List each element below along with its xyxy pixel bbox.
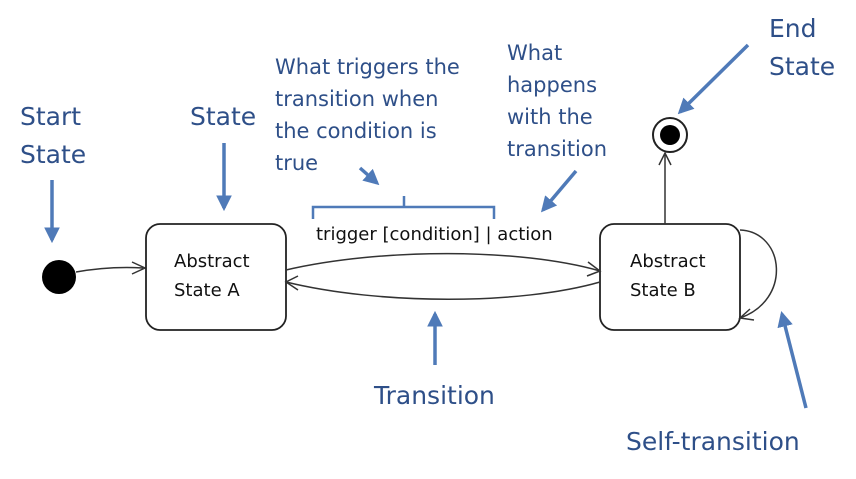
state-b-label-line: Abstract: [630, 251, 706, 272]
end-state-pointer-arrow: [677, 43, 750, 115]
end-state-dot: [660, 125, 680, 145]
start-state-annotation-line: Start: [20, 102, 82, 131]
action-annotation: What happens with the transition: [507, 37, 607, 165]
action-annotation-line: What: [507, 41, 563, 65]
self-transition-annotation: Self-transition: [626, 427, 800, 456]
state-a-label-line: State A: [174, 280, 240, 301]
trigger-annotation-line: true: [275, 151, 319, 175]
transition-a-to-b: [285, 252, 602, 277]
action-annotation-line: happens: [507, 73, 598, 97]
start-state-annotation-line: State: [20, 140, 87, 169]
end-state-annotation-line: End: [769, 14, 817, 43]
end-state-annotation: End State: [769, 10, 835, 86]
trigger-annotation-line: What triggers the: [275, 55, 460, 79]
state-b-to-end-arrow: [658, 151, 672, 224]
self-transition-pointer-arrow: [777, 310, 808, 409]
self-transition-loop: [738, 229, 778, 321]
start-state-annotation: Start State: [20, 98, 86, 174]
trigger-pointer-arrow: [358, 166, 380, 186]
trigger-annotation-line: the condition is: [275, 119, 437, 143]
label-bracket: [311, 196, 496, 219]
trigger-annotation: What triggers the transition when the co…: [275, 51, 460, 179]
end-state-annotation-line: State: [769, 52, 836, 81]
transition-annotation: Transition: [374, 381, 495, 410]
start-state-node: [42, 260, 76, 294]
action-pointer-arrow: [540, 169, 578, 213]
state-a-label-line: Abstract: [174, 251, 250, 272]
state-b-box: [599, 223, 741, 331]
action-annotation-line: transition: [507, 137, 608, 161]
trigger-annotation-line: transition when: [275, 87, 439, 111]
transition-b-to-a: [284, 275, 601, 300]
state-annotation: State: [190, 102, 257, 131]
state-a-label: Abstract State A: [174, 247, 250, 305]
action-annotation-line: with the: [507, 105, 593, 129]
state-a-box: [145, 223, 287, 331]
annotation-arrows: [44, 43, 808, 409]
start-to-state-a-arrow: [75, 261, 147, 275]
transition-label: trigger [condition] | action: [316, 224, 553, 245]
state-b-label-line: State B: [630, 280, 696, 301]
state-b-label: Abstract State B: [630, 247, 706, 305]
